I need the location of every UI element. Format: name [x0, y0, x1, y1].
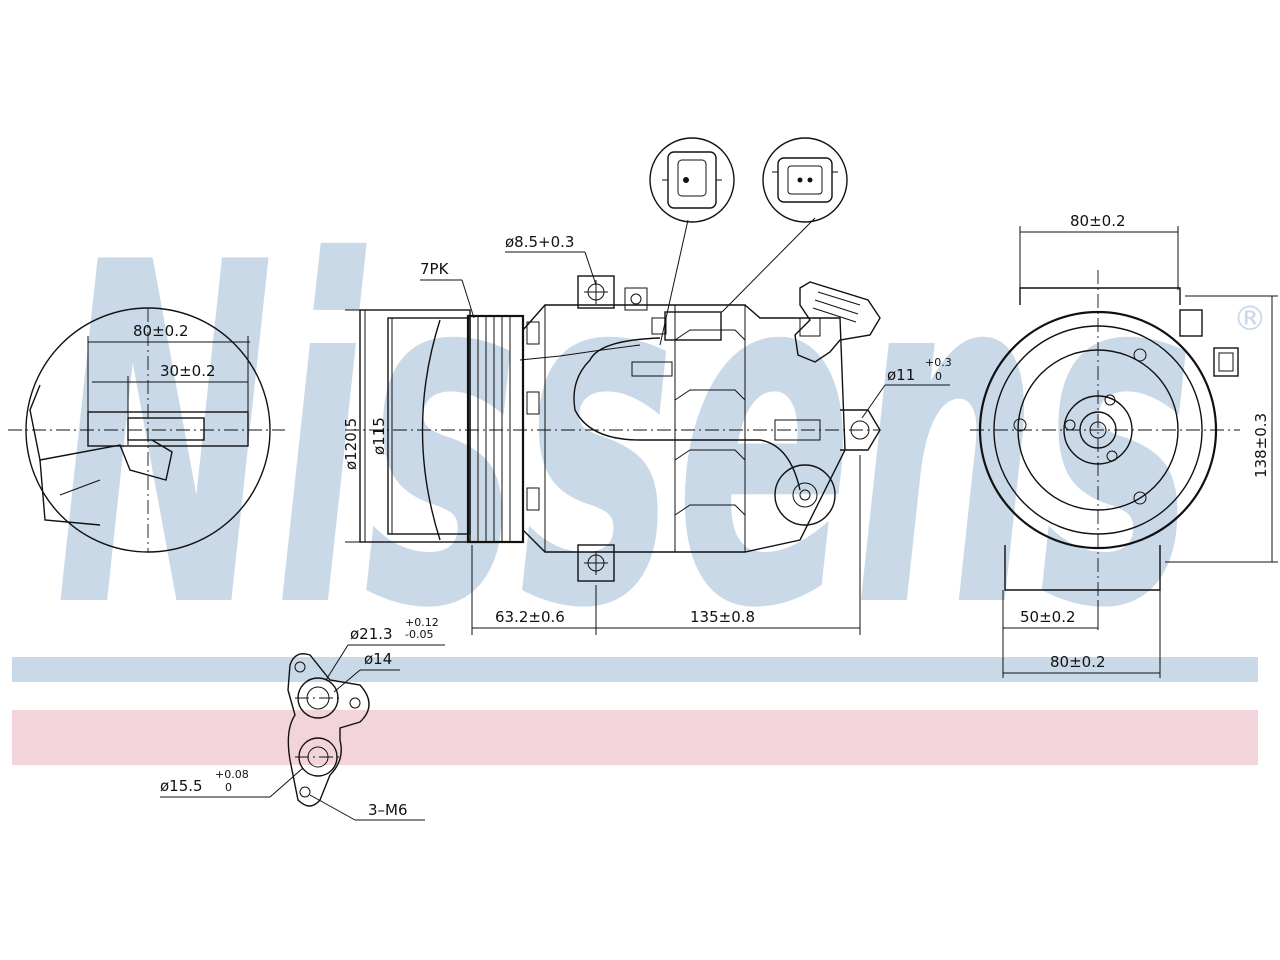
watermark-logo-text: Nissens	[55, 164, 1195, 711]
thread-label: 3–M6	[368, 801, 408, 819]
diameter-outer-label: ø120.5	[342, 418, 360, 470]
port-small-label: ø15.5	[160, 777, 203, 795]
port-flange-detail: ø21.3 +0.12 -0.05 ø14 ø15.5 +0.08 0 3–M6	[160, 616, 445, 821]
port-small-tol-lower: 0	[225, 781, 232, 794]
front-width-top-label: 80±0.2	[1070, 212, 1126, 230]
port-large-label: ø21.3	[350, 625, 393, 643]
front-offset-label: 50±0.2	[1020, 608, 1076, 626]
detail-view-circle: 80±0.2 30±0.2	[8, 307, 285, 553]
length-b-label: 135±0.8	[690, 608, 755, 626]
compressor-front-view: 80±0.2 138±0.3 50±0.2 80±0.2	[970, 212, 1278, 678]
hole-right-tol-upper: +0.3	[925, 356, 952, 369]
diameter-inner-label: ø115	[370, 417, 388, 455]
detail-width-label: 80±0.2	[133, 322, 189, 340]
registered-mark: ®	[1233, 299, 1267, 339]
port-small-tol-upper: +0.08	[215, 768, 249, 781]
detail-offset-label: 30±0.2	[160, 362, 216, 380]
hole-right-label: ø11	[887, 366, 915, 384]
port-large-tol-upper: +0.12	[405, 616, 439, 629]
compressor-side-view: ø120.5 ø115 7PK ø8.5+0.3 ø11 +0.3 0 63.2…	[342, 217, 952, 635]
watermark-pink-band	[12, 710, 1258, 765]
hole-small-label: ø8.5+0.3	[505, 233, 574, 251]
hole-right-tol-lower: 0	[935, 370, 942, 383]
front-width-bottom-label: 80±0.2	[1050, 653, 1106, 671]
watermark: Nissens ®	[12, 164, 1267, 765]
connector-plug-b-icon	[762, 137, 848, 223]
connector-plug-a-icon	[649, 137, 735, 223]
watermark-blue-band	[12, 657, 1258, 682]
port-large-tol-lower: -0.05	[405, 628, 433, 641]
length-a-label: 63.2±0.6	[495, 608, 565, 626]
pulley-type-label: 7PK	[420, 260, 450, 278]
port-mid-label: ø14	[364, 650, 392, 668]
front-height-label: 138±0.3	[1252, 413, 1270, 478]
